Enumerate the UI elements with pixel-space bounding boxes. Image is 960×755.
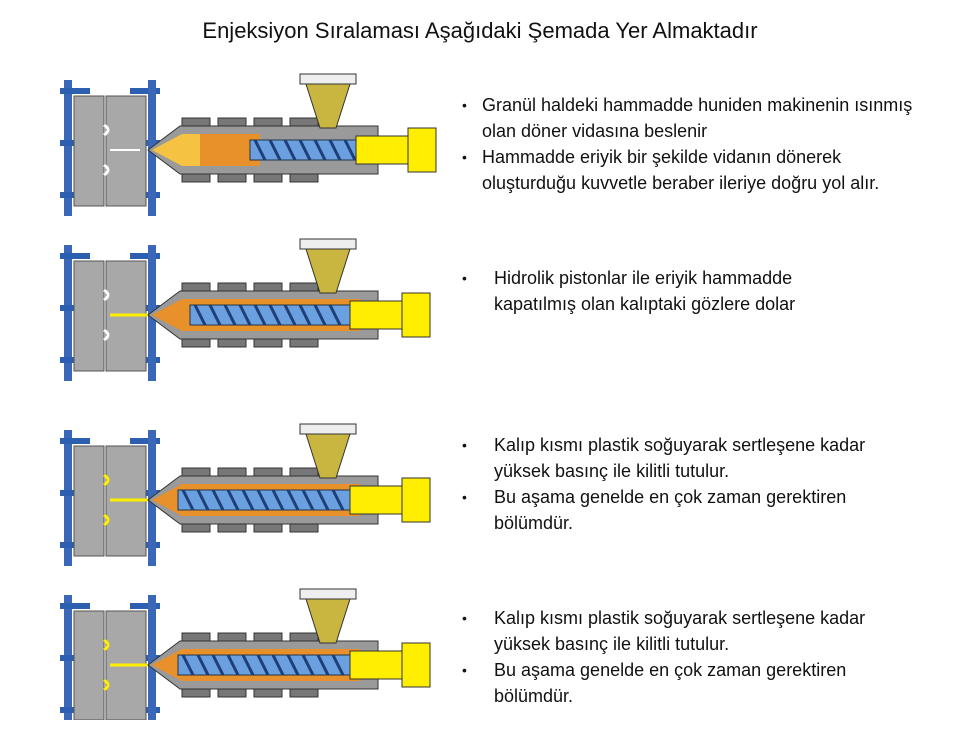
- screw: [177, 654, 351, 676]
- stage-2: •Hidrolik pistonlar ile eriyik hammadde …: [0, 235, 960, 405]
- mold: [60, 245, 160, 381]
- injection-machine-stage-1: [60, 73, 437, 216]
- stage-1: •Granül haldeki hammadde huniden makinen…: [0, 70, 960, 240]
- stage-3-bullets: •Kalıp kısmı plastik soğuyarak sertleşen…: [462, 432, 902, 536]
- stage-1-bullets: •Granül haldeki hammadde huniden makinen…: [462, 92, 932, 196]
- stage-3-bullet-2: •Bu aşama genelde en çok zaman gerektire…: [462, 487, 847, 533]
- injection-machine-stage-2: [60, 238, 431, 381]
- stage-2-bullet-1: •Hidrolik pistonlar ile eriyik hammadde …: [462, 268, 796, 314]
- injection-machine-stage-3: [60, 423, 431, 566]
- hopper: [299, 423, 357, 479]
- stage-4: •Kalıp kısmı plastik soğuyarak sertleşen…: [0, 585, 960, 755]
- piston: [349, 477, 431, 523]
- injection-machine-stage-4: [60, 588, 431, 720]
- stage-3: •Kalıp kısmı plastik soğuyarak sertleşen…: [0, 420, 960, 590]
- screw: [177, 489, 351, 511]
- stage-1-bullet-1: •Granül haldeki hammadde huniden makinen…: [462, 95, 913, 141]
- mold: [60, 595, 160, 720]
- stage-2-bullets: •Hidrolik pistonlar ile eriyik hammadde …: [462, 265, 862, 317]
- hopper: [299, 588, 357, 644]
- mold: [60, 80, 160, 216]
- stage-4-bullet-1: •Kalıp kısmı plastik soğuyarak sertleşen…: [462, 608, 866, 654]
- piston: [349, 292, 431, 338]
- screw: [249, 139, 361, 161]
- piston: [349, 642, 431, 688]
- hopper: [299, 73, 357, 129]
- piston: [355, 127, 437, 173]
- screw: [189, 304, 351, 326]
- stage-4-bullet-2: •Bu aşama genelde en çok zaman gerektire…: [462, 660, 847, 706]
- stage-4-bullets: •Kalıp kısmı plastik soğuyarak sertleşen…: [462, 605, 902, 709]
- hopper: [299, 238, 357, 294]
- heater-bands: [181, 282, 319, 348]
- page-title: Enjeksiyon Sıralaması Aşağıdaki Şemada Y…: [202, 18, 758, 43]
- stage-3-bullet-1: •Kalıp kısmı plastik soğuyarak sertleşen…: [462, 435, 866, 481]
- mold: [60, 430, 160, 566]
- stage-1-bullet-2: •Hammadde eriyik bir şekilde vidanın dön…: [462, 147, 880, 193]
